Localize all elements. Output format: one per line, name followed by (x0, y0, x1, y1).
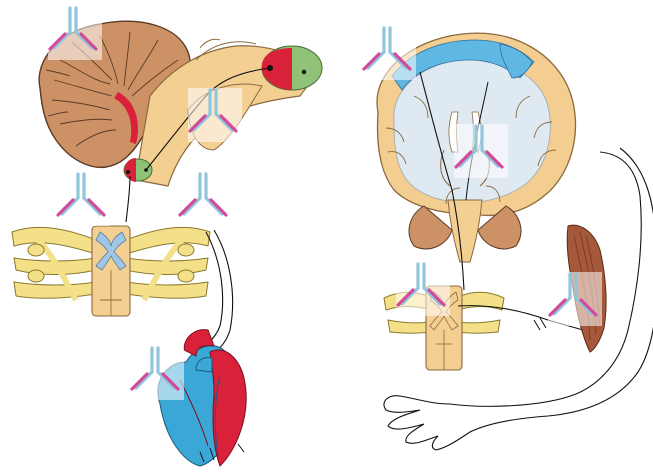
antibody-icon (548, 272, 602, 326)
antibody-icon (178, 172, 232, 226)
upper-nucleus (262, 46, 322, 90)
antibody-icon (188, 88, 242, 142)
antibody-icon (130, 346, 184, 400)
antibody-icon (56, 172, 110, 226)
antibody-icon (454, 124, 508, 178)
antibody-icon (362, 26, 416, 80)
antibody-icon (48, 6, 102, 60)
lower-nucleus (124, 158, 152, 182)
antibody-icon (396, 262, 450, 316)
